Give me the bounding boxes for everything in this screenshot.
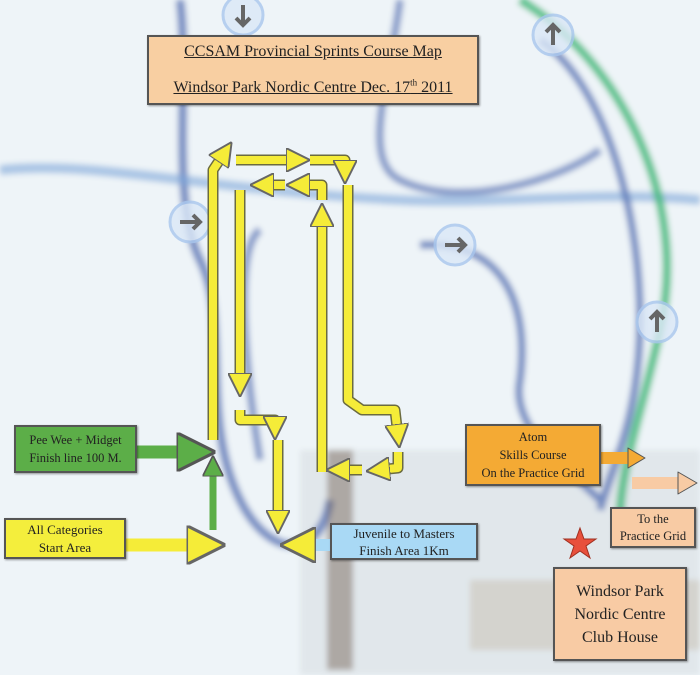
label-line: Practice Grid xyxy=(619,528,687,543)
label-line: On the Practice Grid xyxy=(481,466,585,480)
title-line-2: Windsor Park Nordic Centre Dec. 17th 201… xyxy=(173,77,453,96)
label-line: Skills Course xyxy=(499,448,567,462)
title-date-text: Windsor Park Nordic Centre Dec. 17 xyxy=(173,78,411,96)
peewee-midget-finish-label: Pee Wee + Midget Finish line 100 M. xyxy=(14,425,137,473)
club-house-star-icon xyxy=(562,526,598,560)
label-line: All Categories xyxy=(27,521,103,537)
juvenile-masters-finish-label: Juvenile to Masters Finish Area 1Km xyxy=(330,523,478,560)
label-line: Windsor Park xyxy=(576,582,664,600)
label-line: To the xyxy=(637,511,669,526)
atom-skills-course-label: Atom Skills Course On the Practice Grid xyxy=(465,424,601,486)
to-practice-grid-label: To the Practice Grid xyxy=(610,507,696,548)
label-line: Atom xyxy=(518,430,548,444)
all-categories-start-label: All Categories Start Area xyxy=(4,518,126,559)
label-line: Nordic Centre xyxy=(574,605,666,623)
title-date-suffix: th xyxy=(410,77,418,88)
title-line-1: CCSAM Provincial Sprints Course Map xyxy=(184,43,442,61)
trail-direction-markers xyxy=(168,0,679,344)
title-year: 2011 xyxy=(417,78,453,96)
label-line: Finish Area 1Km xyxy=(359,542,449,558)
label-line: Start Area xyxy=(38,539,92,555)
label-line: Pee Wee + Midget xyxy=(29,433,122,447)
map-title: CCSAM Provincial Sprints Course Map Wind… xyxy=(147,35,479,105)
label-line: Juvenile to Masters xyxy=(353,525,455,541)
route-arrows xyxy=(126,152,698,545)
club-house-label: Windsor Park Nordic Centre Club House xyxy=(553,567,687,661)
label-line: Finish line 100 M. xyxy=(29,451,122,465)
label-line: Club House xyxy=(582,628,658,646)
